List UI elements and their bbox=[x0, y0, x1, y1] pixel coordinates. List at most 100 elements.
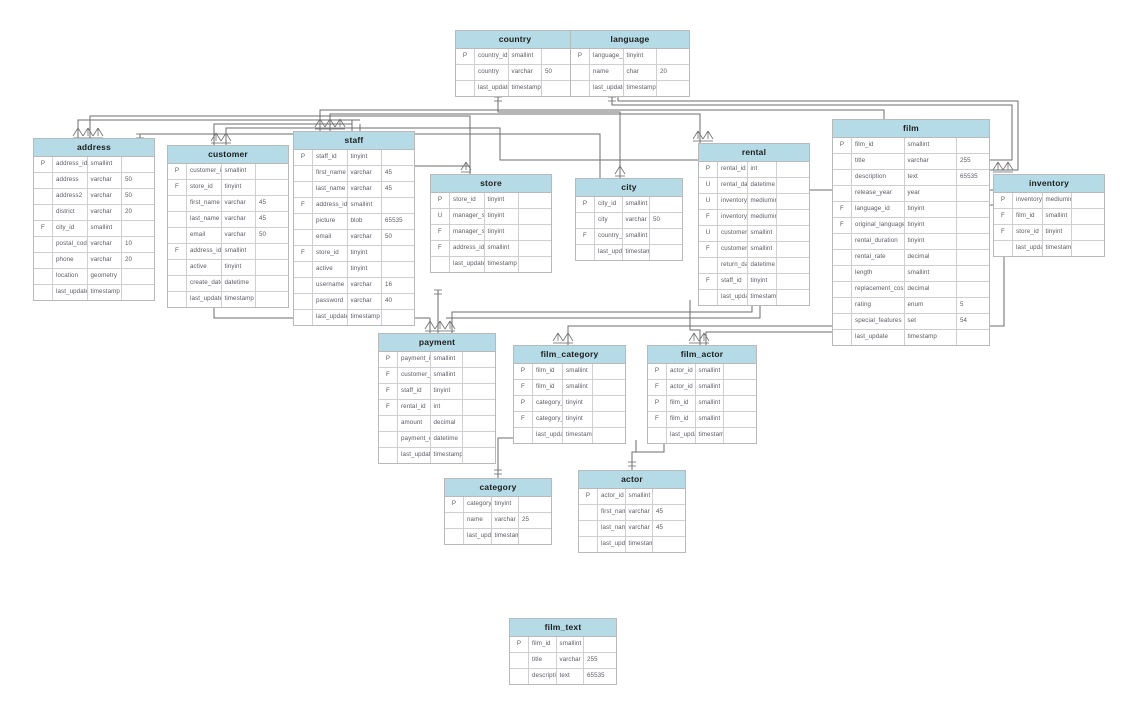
column-row[interactable]: postal_codevarchar10 bbox=[34, 236, 154, 253]
entity-category[interactable]: categoryPcategory_idtinyintnamevarchar25… bbox=[444, 478, 552, 545]
entity-inventory[interactable]: inventoryPinventory_idmediumintFfilm_ids… bbox=[993, 174, 1105, 257]
entity-store[interactable]: storePstore_idtinyintUmanager_staff_idti… bbox=[430, 174, 552, 273]
entity-customer[interactable]: customerPcustomer_idsmallintFstore_idtin… bbox=[167, 145, 289, 308]
entity-actor[interactable]: actorPactor_idsmallintfirst_namevarchar4… bbox=[578, 470, 686, 553]
entity-rental[interactable]: rentalPrental_idintUrental_datedatetimeU… bbox=[698, 143, 810, 306]
entity-payment[interactable]: paymentPpayment_idsmallintFcustomer_idsm… bbox=[378, 333, 496, 464]
